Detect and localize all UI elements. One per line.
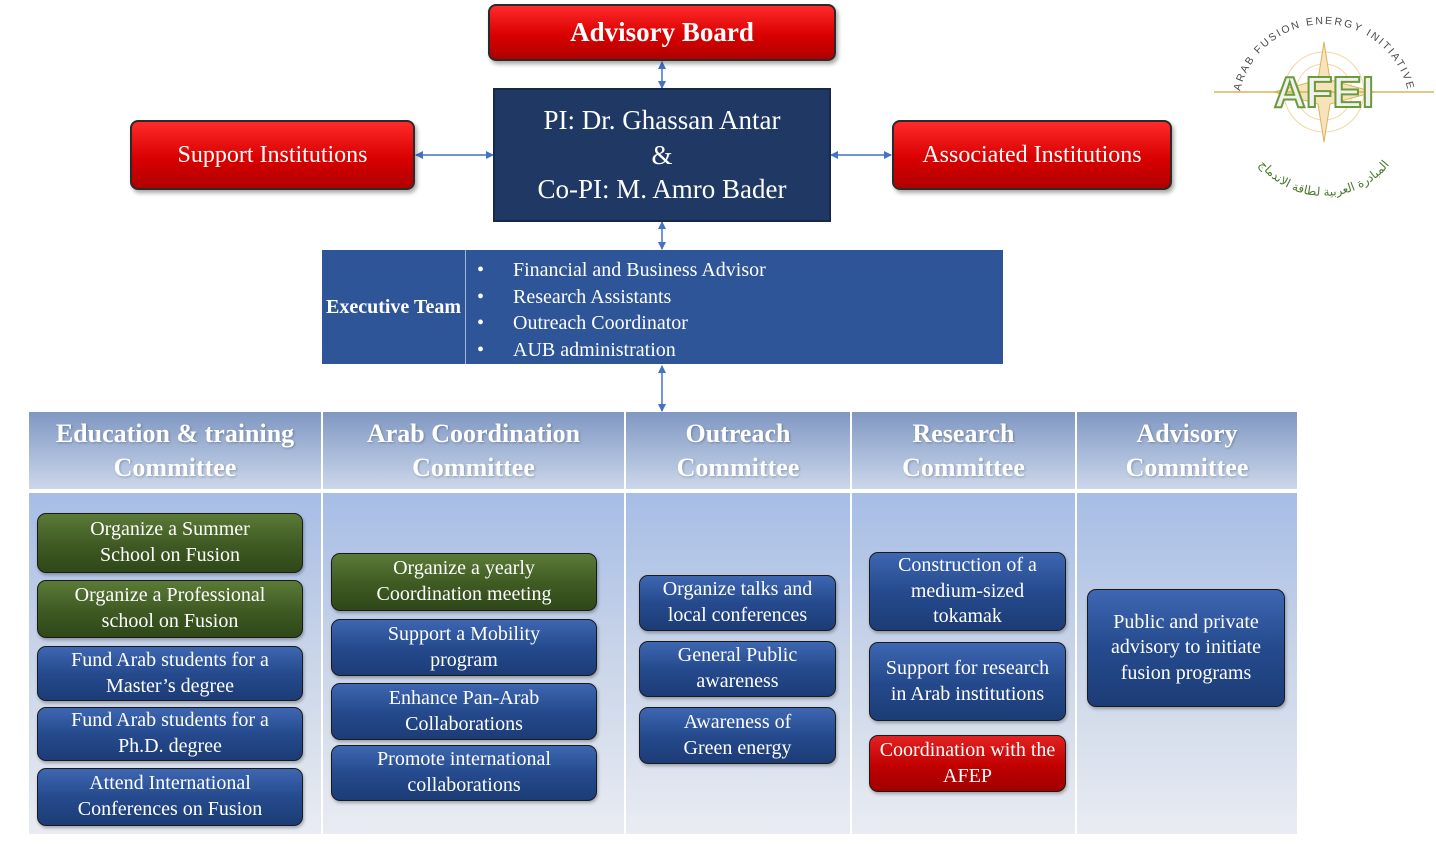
task-box: Organize a Summer School on Fusion bbox=[37, 513, 303, 573]
task-label: Fund Arab students for a Master’s degree bbox=[71, 648, 269, 697]
pi-ampersand: & bbox=[651, 139, 673, 170]
committee-title: Arab Coordination Committee bbox=[366, 418, 581, 482]
executive-item: Outreach Coordinator bbox=[465, 310, 766, 337]
task-box: Fund Arab students for a Master’s degree bbox=[37, 646, 303, 701]
co-pi-line: Co-PI: M. Amro Bader bbox=[537, 174, 787, 205]
task-label: Coordination with the AFEP bbox=[879, 738, 1056, 787]
task-box: Fund Arab students for a Ph.D. degree bbox=[37, 707, 303, 761]
executive-item: AUB administration bbox=[465, 337, 766, 364]
committee-title: Advisory Committee bbox=[1125, 418, 1249, 482]
task-label: Awareness of Green energy bbox=[683, 710, 792, 759]
committee-header-outreach: Outreach Committee bbox=[626, 412, 852, 489]
pi-line: PI: Dr. Ghassan Antar bbox=[543, 105, 781, 136]
task-box: Enhance Pan-Arab Collaborations bbox=[331, 683, 597, 740]
task-label: General Public awareness bbox=[677, 644, 798, 692]
logo-arabic-text: المبادرة العربية لطاقة الاندماج bbox=[1256, 157, 1392, 199]
support-institutions-label: Support Institutions bbox=[177, 141, 368, 168]
task-label: Support for research in Arab institution… bbox=[885, 656, 1050, 705]
task-label: Public and private advisory to initiate … bbox=[1111, 610, 1261, 684]
task-label: Support a Mobility program bbox=[387, 622, 541, 671]
support-institutions-box: Support Institutions bbox=[130, 120, 415, 190]
committee-title: Outreach Committee bbox=[676, 418, 800, 482]
task-box: General Public awareness bbox=[639, 641, 836, 697]
committee-header-arab-coordination: Arab Coordination Committee bbox=[323, 412, 626, 489]
associated-institutions-box: Associated Institutions bbox=[892, 120, 1172, 190]
logo-acronym: AFEI bbox=[1274, 68, 1374, 117]
task-box: Organize a Professional school on Fusion bbox=[37, 580, 303, 638]
task-label: Organize talks and local conferences bbox=[662, 578, 813, 626]
committee-header-research: Research Committee bbox=[852, 412, 1077, 489]
task-box: Awareness of Green energy bbox=[639, 707, 836, 764]
task-box: Construction of a medium-sized tokamak bbox=[869, 552, 1066, 631]
task-label: Organize a yearly Coordination meeting bbox=[376, 557, 552, 605]
executive-item: Research Assistants bbox=[465, 284, 766, 311]
task-box: Support a Mobility program bbox=[331, 619, 597, 676]
associated-institutions-label: Associated Institutions bbox=[922, 141, 1142, 168]
executive-team-title: Executive Team bbox=[322, 250, 466, 364]
pi-box: PI: Dr. Ghassan Antar & Co-PI: M. Amro B… bbox=[493, 88, 831, 222]
committee-title: Research Committee bbox=[902, 418, 1025, 482]
task-box: Support for research in Arab institution… bbox=[869, 642, 1066, 721]
sun-burst-icon bbox=[1214, 41, 1434, 143]
advisory-board-label: Advisory Board bbox=[570, 17, 754, 48]
task-label: Fund Arab students for a Ph.D. degree bbox=[71, 709, 269, 757]
task-label: Attend International Conferences on Fusi… bbox=[77, 772, 263, 820]
task-label: Organize a Summer School on Fusion bbox=[90, 518, 250, 566]
task-box: Organize a yearly Coordination meeting bbox=[331, 553, 597, 611]
task-label: Enhance Pan-Arab Collaborations bbox=[388, 686, 540, 735]
task-label: Construction of a medium-sized tokamak bbox=[898, 554, 1037, 628]
task-box: Public and private advisory to initiate … bbox=[1087, 589, 1285, 707]
executive-team-list: Financial and Business Advisor Research … bbox=[465, 257, 766, 364]
advisory-board-box: Advisory Board bbox=[488, 4, 836, 61]
task-box: Attend International Conferences on Fusi… bbox=[37, 768, 303, 826]
task-label: Organize a Professional school on Fusion bbox=[74, 584, 266, 632]
committee-title: Education & training Committee bbox=[55, 418, 295, 482]
committee-header-advisory: Advisory Committee bbox=[1077, 412, 1297, 489]
task-box: Promote international collaborations bbox=[331, 745, 597, 801]
task-box: Organize talks and local conferences bbox=[639, 575, 836, 631]
task-label: Promote international collaborations bbox=[377, 748, 551, 796]
committee-header-education: Education & training Committee bbox=[29, 412, 323, 489]
task-box: Coordination with the AFEP bbox=[869, 735, 1066, 792]
executive-item: Financial and Business Advisor bbox=[465, 257, 766, 284]
executive-team-box: Executive Team Financial and Business Ad… bbox=[322, 250, 1003, 364]
afei-logo: ARAB FUSION ENERGY INITIATIVE AFEI المبا… bbox=[1214, 15, 1434, 199]
